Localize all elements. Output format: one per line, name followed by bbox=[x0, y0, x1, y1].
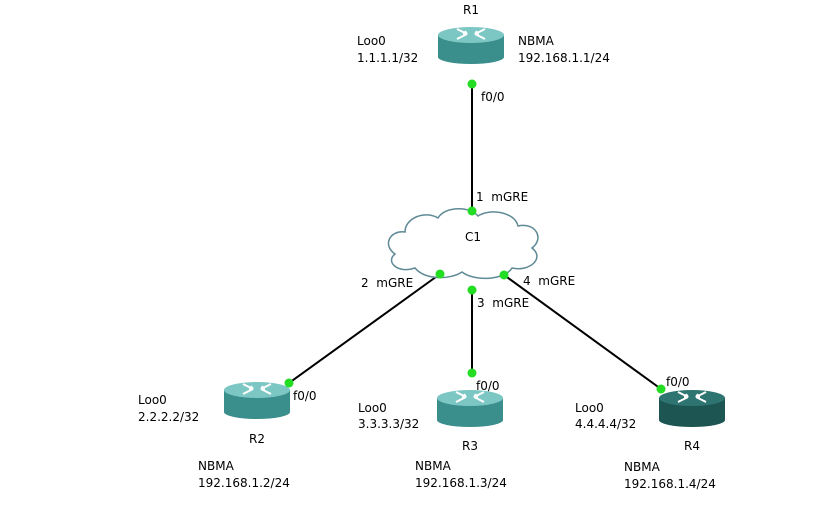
router-name: R3 bbox=[462, 439, 478, 453]
cloud-c1[interactable]: C1 bbox=[387, 208, 539, 280]
r1-nbma-label: NBMA bbox=[518, 34, 555, 48]
link-r4-c1[interactable] bbox=[503, 274, 662, 390]
router-r4[interactable]: R4 bbox=[659, 390, 725, 453]
router-name: R1 bbox=[463, 3, 479, 17]
router-icon bbox=[224, 382, 290, 419]
r1-loopback-ip: 1.1.1.1/32 bbox=[357, 51, 418, 65]
r3-loopback-label: Loo0 bbox=[358, 401, 387, 415]
r2-loopback-ip: 2.2.2.2/32 bbox=[138, 410, 199, 424]
router-name: R4 bbox=[684, 439, 700, 453]
router-icon bbox=[438, 27, 504, 64]
port-dot-r1 bbox=[467, 79, 477, 89]
router-name: R2 bbox=[249, 432, 265, 446]
r3-port-label: f0/0 bbox=[476, 379, 500, 393]
r4-loopback-label: Loo0 bbox=[575, 401, 604, 415]
c1-port-4-label: 4 mGRE bbox=[523, 274, 575, 288]
port-dot-c1-4 bbox=[499, 270, 509, 280]
r2-nbma-label: NBMA bbox=[198, 459, 235, 473]
port-dot-c1-3 bbox=[467, 285, 477, 295]
port-dot-r2 bbox=[284, 378, 294, 388]
port-dot-c1-2 bbox=[435, 269, 445, 279]
router-r3[interactable]: R3 bbox=[437, 390, 503, 453]
port-dot-r3 bbox=[467, 368, 477, 378]
r1-loopback-label: Loo0 bbox=[357, 34, 386, 48]
cloud-icon bbox=[387, 208, 539, 280]
c1-port-1-label: 1 mGRE bbox=[476, 190, 528, 204]
cloud-name: C1 bbox=[465, 230, 481, 244]
r4-loopback-ip: 4.4.4.4/32 bbox=[575, 417, 636, 431]
link-r2-c1[interactable] bbox=[288, 273, 441, 384]
r3-nbma-label: NBMA bbox=[415, 459, 452, 473]
r1-port-label: f0/0 bbox=[481, 90, 505, 104]
r3-nbma-ip: 192.168.1.3/24 bbox=[415, 476, 507, 490]
r4-nbma-ip: 192.168.1.4/24 bbox=[624, 477, 716, 491]
router-icon bbox=[437, 390, 503, 427]
r4-port-label: f0/0 bbox=[666, 375, 690, 389]
r1-nbma-ip: 192.168.1.1/24 bbox=[518, 51, 610, 65]
r4-nbma-label: NBMA bbox=[624, 460, 661, 474]
c1-port-2-label: 2 mGRE bbox=[361, 276, 413, 290]
r2-nbma-ip: 192.168.1.2/24 bbox=[198, 476, 290, 490]
router-icon bbox=[659, 390, 725, 427]
port-dot-r4 bbox=[656, 384, 666, 394]
router-r2[interactable]: R2 bbox=[224, 382, 290, 446]
r3-loopback-ip: 3.3.3.3/32 bbox=[358, 417, 419, 431]
r2-loopback-label: Loo0 bbox=[138, 393, 167, 407]
router-r1[interactable]: R1 bbox=[438, 3, 504, 64]
port-dot-c1-1 bbox=[467, 206, 477, 216]
c1-port-3-label: 3 mGRE bbox=[477, 296, 529, 310]
r2-port-label: f0/0 bbox=[293, 389, 317, 403]
